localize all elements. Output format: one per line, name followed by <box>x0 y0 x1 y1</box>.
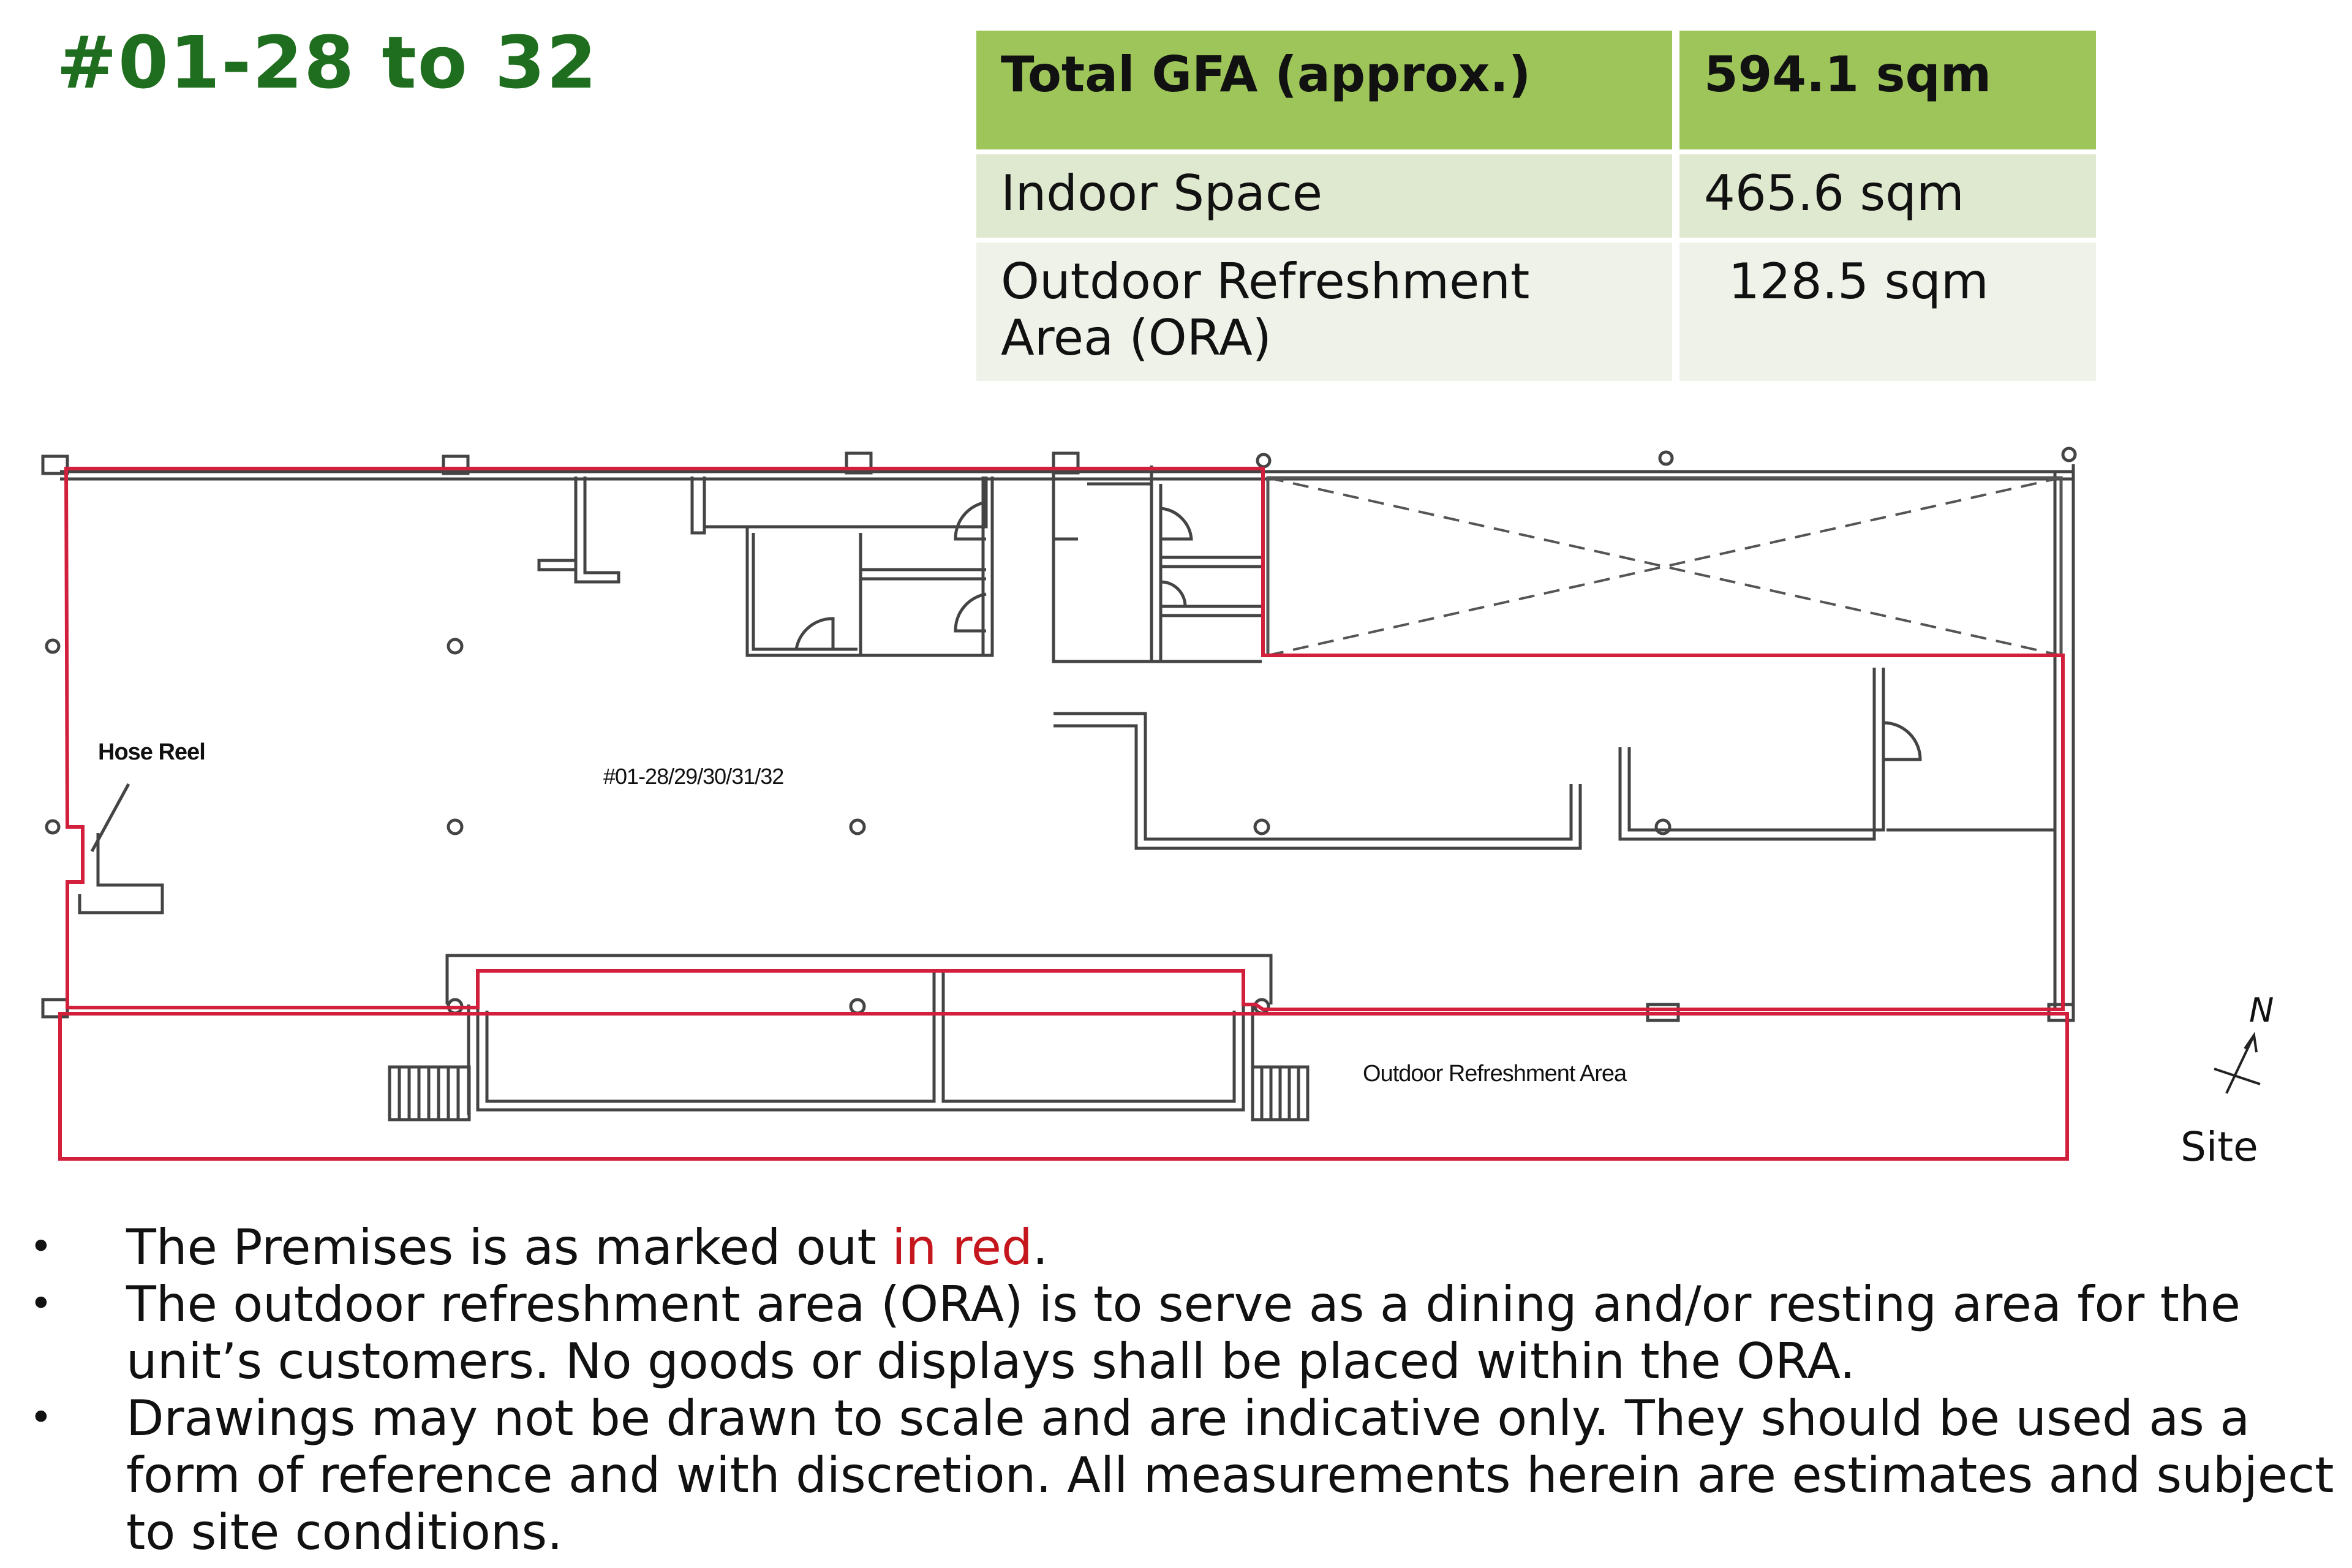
total-gfa-value: 594.1 sqm <box>1679 31 2096 149</box>
note-disclaimer: Drawings may not be drawn to scale and a… <box>29 1390 2345 1561</box>
service-room-walls <box>704 477 994 657</box>
service-room-walls <box>1052 472 1262 663</box>
note-text: The Premises is as marked out <box>126 1219 892 1276</box>
partition-wall <box>1054 712 1582 850</box>
door-swing <box>1160 507 1193 541</box>
column <box>1052 451 1080 475</box>
hose-reel-label: Hose Reel <box>98 739 205 765</box>
column <box>845 451 873 475</box>
door-swing <box>1883 721 1922 761</box>
void-area <box>1266 476 2063 657</box>
unit-title: #01-28 to 32 <box>56 20 598 105</box>
column <box>1253 818 1270 835</box>
door-swing <box>1160 580 1187 607</box>
gfa-table: Total GFA (approx.) 594.1 sqm Indoor Spa… <box>969 26 2103 386</box>
hose-reel-cabinet <box>78 833 164 914</box>
north-label: N <box>2249 991 2274 1030</box>
service-room-walls <box>690 477 706 535</box>
column <box>1658 450 1674 466</box>
service-room-walls <box>752 533 858 651</box>
notes-list: The Premises is as marked out in red. Th… <box>29 1219 2345 1561</box>
building-walls <box>41 447 2077 1121</box>
column <box>41 454 69 475</box>
service-room-walls <box>537 559 578 571</box>
column <box>849 998 866 1015</box>
shopfront-walls <box>476 1005 1245 1112</box>
column <box>45 638 61 654</box>
column <box>447 638 464 655</box>
unit-number-label: #01-28/29/30/31/32 <box>603 764 783 789</box>
note-text: . <box>1032 1219 1049 1276</box>
shopfront-walls <box>485 971 1236 1103</box>
door-swing <box>954 592 987 633</box>
steps <box>1251 1065 1310 1121</box>
hose-reel-leader <box>90 783 130 853</box>
gfa-table-header-row: Total GFA (approx.) 594.1 sqm <box>976 31 2096 149</box>
ora-label: Outdoor Refreshment Area <box>1363 1061 1627 1087</box>
shopfront-walls <box>445 954 1273 1005</box>
total-gfa-label: Total GFA (approx.) <box>976 31 1672 149</box>
door-swing <box>794 617 835 650</box>
site-label: Site <box>2180 1123 2258 1170</box>
note-premises: The Premises is as marked out in red. <box>29 1219 2345 1276</box>
ora-area-label: Outdoor Refreshment Area (ORA) <box>976 243 1672 381</box>
ora-area-value: 128.5 sqm <box>1679 243 2096 381</box>
premises-outline <box>58 467 2069 1161</box>
service-room-walls <box>1150 484 1163 662</box>
column <box>1654 818 1672 835</box>
column <box>1256 453 1272 469</box>
column <box>849 818 866 835</box>
column <box>442 454 470 475</box>
column <box>2061 447 2077 462</box>
door-swing <box>954 500 987 541</box>
partition-wall <box>1618 668 1885 841</box>
steps <box>388 1065 471 1121</box>
gfa-table-row: Outdoor Refreshment Area (ORA) 128.5 sqm <box>976 243 2096 381</box>
note-highlight-in-red: in red <box>892 1219 1033 1276</box>
column <box>447 818 464 835</box>
north-arrow-icon <box>2214 1031 2261 1094</box>
indoor-space-label: Indoor Space <box>976 154 1672 238</box>
column <box>45 819 61 835</box>
gfa-table-row: Indoor Space 465.6 sqm <box>976 154 2096 238</box>
service-room-walls <box>574 477 620 584</box>
indoor-space-value: 465.6 sqm <box>1679 154 2096 238</box>
note-ora-usage: The outdoor refreshment area (ORA) is to… <box>29 1276 2345 1390</box>
